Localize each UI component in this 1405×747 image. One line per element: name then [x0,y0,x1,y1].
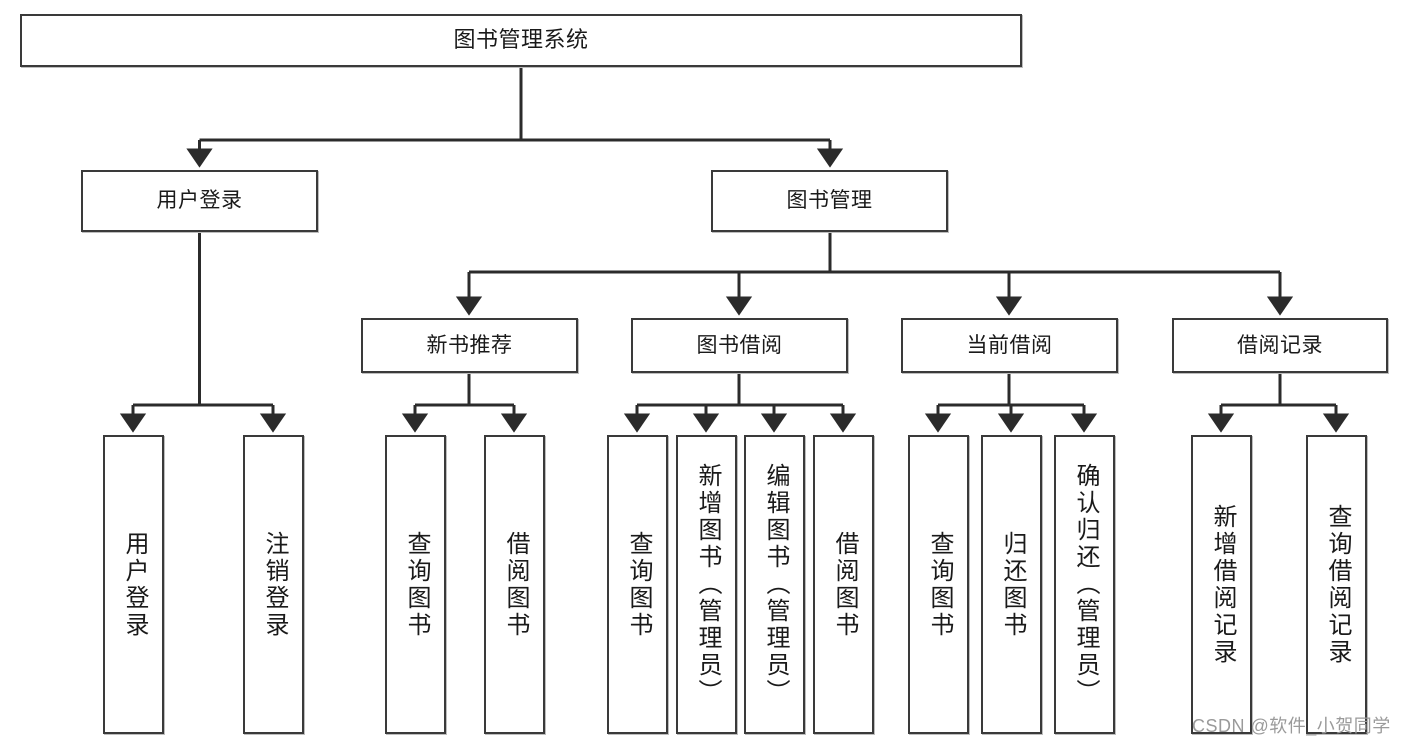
node-leaf-borrow-book-2[interactable]: 借阅图书 [813,435,874,734]
node-leaf-confirm-return[interactable]: 确认归还（管理员） [1054,435,1115,734]
node-leaf-query-record-label: 查询借阅记录 [1323,503,1351,666]
node-leaf-query-book-1-label: 查询图书 [402,530,430,639]
node-user-login-label: 用户登录 [156,189,243,213]
node-leaf-query-book-1[interactable]: 查询图书 [385,435,446,734]
node-leaf-query-book-3-label: 查询图书 [925,530,953,639]
node-new-book-recommend-label: 新书推荐 [426,333,513,357]
node-user-login[interactable]: 用户登录 [81,170,318,232]
node-book-borrow[interactable]: 图书借阅 [631,318,848,373]
node-root[interactable]: 图书管理系统 [20,14,1022,67]
node-leaf-add-record-label: 新增借阅记录 [1208,503,1236,666]
node-leaf-edit-book-label: 编辑图书（管理员） [761,463,789,706]
node-root-label: 图书管理系统 [453,27,589,53]
node-leaf-borrow-book-1[interactable]: 借阅图书 [484,435,545,734]
node-leaf-add-book[interactable]: 新增图书（管理员） [676,435,737,734]
node-leaf-query-book-2-label: 查询图书 [624,530,652,639]
node-leaf-return-book-label: 归还图书 [998,530,1026,639]
node-leaf-add-book-label: 新增图书（管理员） [693,463,721,706]
node-leaf-query-book-2[interactable]: 查询图书 [607,435,668,734]
node-borrow-record[interactable]: 借阅记录 [1172,318,1388,373]
node-current-borrow-label: 当前借阅 [966,333,1053,357]
node-leaf-borrow-book-1-label: 借阅图书 [501,530,529,639]
node-leaf-user-logout[interactable]: 注销登录 [243,435,304,734]
node-leaf-user-logout-label: 注销登录 [260,530,288,639]
node-book-borrow-label: 图书借阅 [696,333,783,357]
node-leaf-borrow-book-2-label: 借阅图书 [830,530,858,639]
node-leaf-query-book-3[interactable]: 查询图书 [908,435,969,734]
node-book-manage-label: 图书管理 [786,189,873,213]
node-leaf-edit-book[interactable]: 编辑图书（管理员） [744,435,805,734]
node-new-book-recommend[interactable]: 新书推荐 [361,318,578,373]
node-leaf-query-record[interactable]: 查询借阅记录 [1306,435,1367,734]
watermark: CSDN @软件_小贺同学 [1192,716,1391,736]
node-leaf-user-login-label: 用户登录 [120,530,148,639]
node-leaf-user-login[interactable]: 用户登录 [103,435,164,734]
node-leaf-return-book[interactable]: 归还图书 [981,435,1042,734]
node-current-borrow[interactable]: 当前借阅 [901,318,1118,373]
node-leaf-add-record[interactable]: 新增借阅记录 [1191,435,1252,734]
node-book-manage[interactable]: 图书管理 [711,170,948,232]
node-borrow-record-label: 借阅记录 [1237,333,1323,357]
node-leaf-confirm-return-label: 确认归还（管理员） [1071,463,1099,706]
